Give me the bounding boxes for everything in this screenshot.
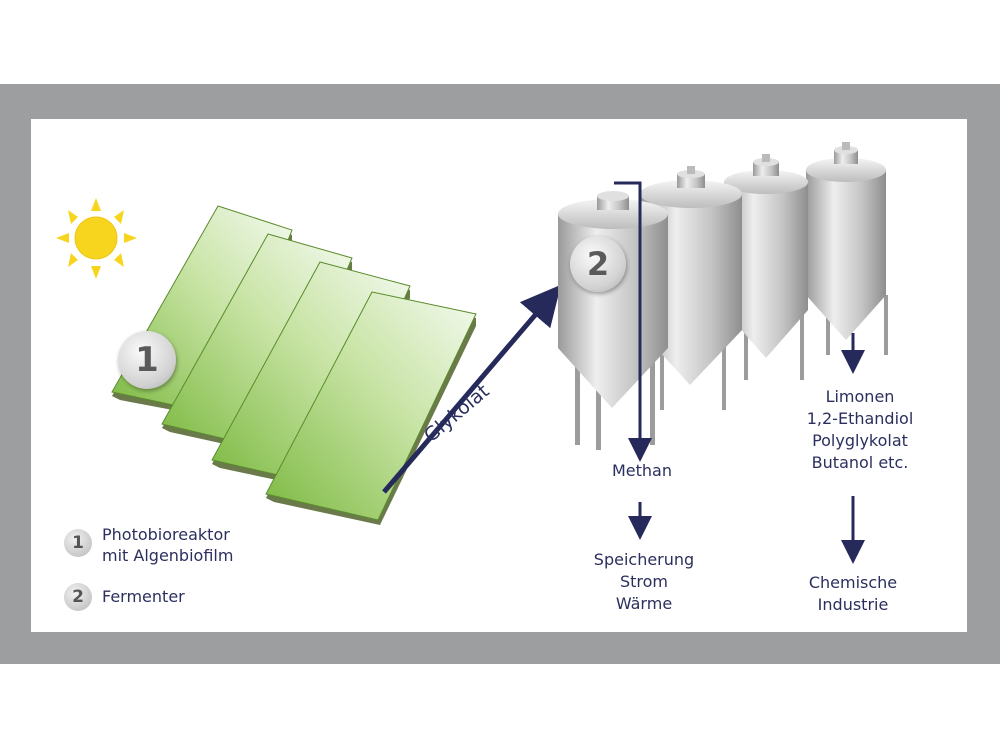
- legend-1-line-2: mit Algenbiofilm: [102, 546, 234, 565]
- use-heat: Wärme: [615, 594, 673, 613]
- legend-1-line-1: Photobioreaktor: [102, 525, 230, 544]
- legend-text-2: Fermenter: [102, 587, 185, 606]
- glykolat-arrow: [382, 284, 561, 494]
- use-electricity: Strom: [619, 572, 669, 591]
- chemical-polyglykolat: Polyglykolat: [812, 431, 908, 450]
- methan-uses: Speicherung Strom Wärme: [574, 549, 714, 615]
- badge-fermenter: 2: [570, 236, 626, 292]
- chemical-ethandiol: 1,2-Ethandiol: [806, 409, 914, 428]
- badge-photobioreactor: 1: [118, 331, 176, 389]
- chemical-limonen: Limonen: [825, 387, 895, 406]
- legend-badge-2: 2: [64, 583, 92, 611]
- industry-line-2: Industrie: [817, 595, 889, 614]
- use-storage: Speicherung: [593, 550, 695, 569]
- photobioreactor-panels: [111, 205, 477, 525]
- industry-line-1: Chemische: [808, 573, 898, 592]
- legend-badge-1: 1: [64, 529, 92, 557]
- sun-icon: [56, 198, 137, 279]
- industry-label: Chemische Industrie: [790, 572, 916, 616]
- methan-label: Methan: [611, 461, 672, 480]
- chemicals-list: Limonen 1,2-Ethandiol Polyglykolat Butan…: [790, 386, 930, 474]
- methan-pipe-arrow: [614, 181, 652, 462]
- legend-text-1: Photobioreaktor mit Algenbiofilm: [102, 524, 233, 566]
- chemical-butanol: Butanol etc.: [811, 453, 909, 472]
